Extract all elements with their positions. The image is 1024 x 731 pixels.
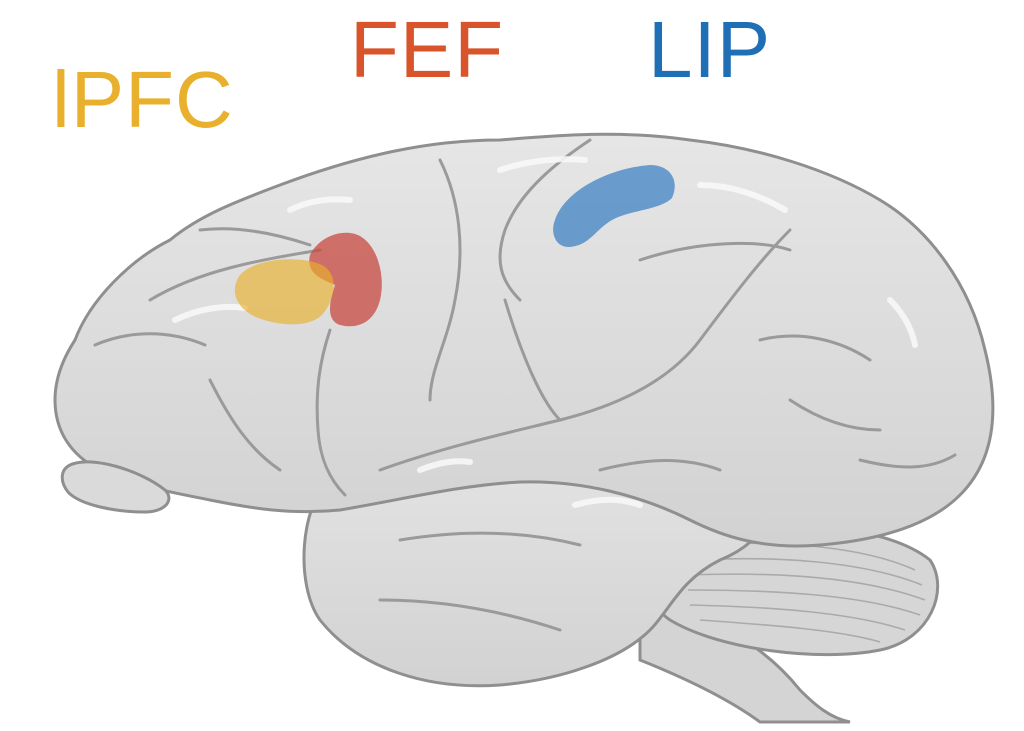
lip-label: LIP (648, 10, 771, 90)
lpfc-label: lPFC (52, 60, 234, 140)
fef-label: FEF (350, 10, 504, 90)
